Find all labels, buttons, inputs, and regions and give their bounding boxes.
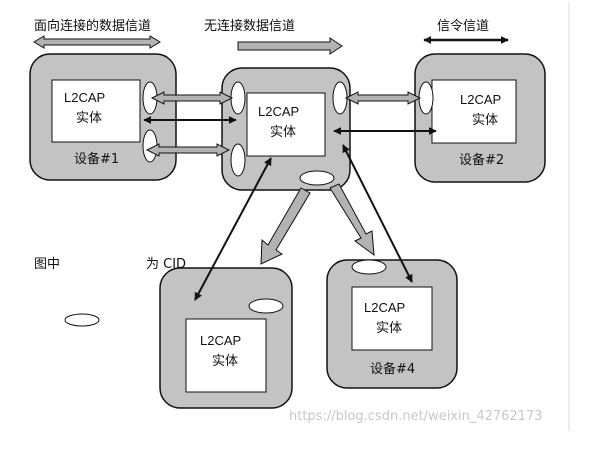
watermark: https://blog.csdn.net/weixin_42762173 bbox=[289, 409, 543, 424]
device-4-entity-line1: L2CAP bbox=[364, 300, 405, 315]
device-3: L2CAP 实体 bbox=[159, 267, 293, 409]
signaling-4 bbox=[342, 144, 413, 283]
legend-connectionless-label: 无连接数据信道 bbox=[204, 18, 295, 34]
device-2: L2CAP 实体 设备#2 bbox=[414, 53, 546, 183]
channel-1-upper bbox=[150, 91, 234, 105]
legend-cid-ellipse bbox=[64, 313, 100, 327]
note-prefix: 图中 bbox=[34, 257, 60, 272]
cid-ellipse bbox=[351, 259, 387, 275]
device-1-entity-line1: L2CAP bbox=[64, 90, 105, 105]
legend-double-arrow-shape bbox=[33, 35, 161, 49]
legend-connection-oriented-label: 面向连接的数据信道 bbox=[34, 18, 151, 34]
device-central: L2CAP 实体 bbox=[221, 67, 351, 191]
device-4: L2CAP 实体 设备#4 bbox=[326, 259, 458, 389]
cid-ellipse bbox=[230, 143, 246, 177]
connectionless-arrow-right bbox=[329, 183, 375, 257]
channel-2 bbox=[344, 91, 422, 105]
legend-signaling-label: 信令信道 bbox=[437, 19, 489, 34]
device-1-entity-line2: 实体 bbox=[76, 111, 102, 126]
device-1: L2CAP 实体 设备#1 bbox=[29, 53, 177, 181]
device-2-label: 设备#2 bbox=[459, 152, 504, 168]
central-entity-line1: L2CAP bbox=[258, 104, 299, 119]
device-1-label: 设备#1 bbox=[74, 151, 119, 167]
device-4-entity-line2: 实体 bbox=[376, 321, 402, 336]
device-3-entity-line1: L2CAP bbox=[200, 333, 241, 348]
device-2-entity-line2: 实体 bbox=[472, 113, 498, 128]
device-3-entity-line2: 实体 bbox=[212, 354, 238, 369]
device-4-label: 设备#4 bbox=[370, 361, 415, 377]
note-suffix: 为 CID bbox=[146, 257, 186, 272]
device-2-entity-line1: L2CAP bbox=[460, 92, 501, 107]
cid-ellipse bbox=[299, 170, 335, 186]
signaling-3 bbox=[194, 157, 272, 301]
channel-1-lower bbox=[145, 143, 231, 157]
cid-ellipse bbox=[248, 298, 284, 314]
legend-single-arrow-shape bbox=[237, 37, 343, 55]
central-entity-line2: 实体 bbox=[270, 125, 296, 140]
connectionless-arrow-left bbox=[260, 187, 311, 265]
